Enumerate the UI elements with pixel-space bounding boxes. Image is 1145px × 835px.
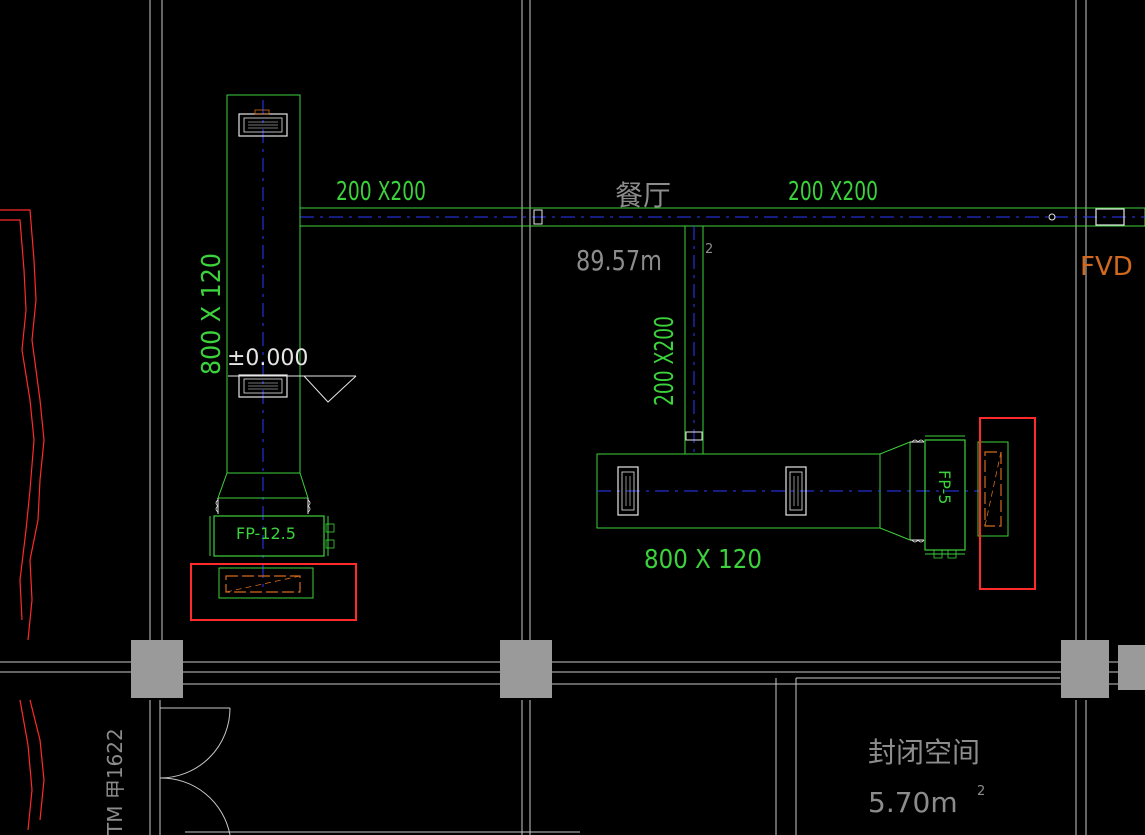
elevation-label: ±0.000 bbox=[227, 346, 308, 371]
duct-size-label-branch: 200 X200 bbox=[650, 316, 680, 406]
door-code-label: TM 甲1622 bbox=[103, 728, 127, 835]
room-name-dining: 餐厅 bbox=[615, 179, 671, 212]
elevation-marker bbox=[228, 375, 357, 403]
room-name-closed: 封闭空间 bbox=[868, 736, 980, 769]
highlight-box-right[interactable] bbox=[979, 417, 1036, 590]
duct-size-label-top-right: 200 X200 bbox=[788, 177, 878, 207]
supply-duct-main[interactable] bbox=[299, 207, 1145, 227]
duct-size-label-bottom: 800 X 120 bbox=[644, 545, 762, 575]
supply-grille-right-2[interactable] bbox=[785, 466, 807, 516]
duct-size-label-left-vertical: 800 X 120 bbox=[197, 253, 227, 375]
fire-damper-box[interactable] bbox=[1095, 208, 1125, 226]
structural-columns bbox=[131, 640, 1145, 698]
room-area-unit-closed: 2 bbox=[977, 784, 985, 799]
column-left bbox=[131, 640, 183, 698]
damper-symbol-1[interactable] bbox=[533, 209, 543, 225]
duct-size-label-top-left: 200 X200 bbox=[336, 177, 426, 207]
highlight-box-left[interactable] bbox=[190, 563, 357, 621]
duct-left-vertical[interactable] bbox=[215, 94, 311, 590]
damper-symbol-2[interactable] bbox=[1048, 213, 1056, 221]
duct-branch-vertical[interactable] bbox=[684, 225, 704, 455]
room-area-closed: 5.70m bbox=[868, 786, 958, 819]
fcu-right[interactable] bbox=[924, 435, 1009, 559]
fcu-left[interactable] bbox=[209, 515, 335, 599]
red-boundary-outline bbox=[0, 209, 45, 831]
room-area-dining: 89.57m bbox=[576, 244, 662, 277]
supply-grille-right-1[interactable] bbox=[617, 466, 639, 516]
door-swing bbox=[159, 707, 231, 835]
duct-bottom-horizontal[interactable] bbox=[596, 439, 980, 543]
fcu-left-label: FP-12.5 bbox=[236, 524, 296, 543]
supply-grille-bottom[interactable] bbox=[238, 374, 288, 398]
column-middle bbox=[500, 640, 552, 698]
room-area-unit-dining: 2 bbox=[705, 242, 713, 257]
column-edge bbox=[1118, 645, 1145, 690]
column-right bbox=[1061, 640, 1109, 698]
damper-label: FVD bbox=[1080, 252, 1133, 282]
fcu-right-label: FP-5 bbox=[935, 470, 954, 504]
